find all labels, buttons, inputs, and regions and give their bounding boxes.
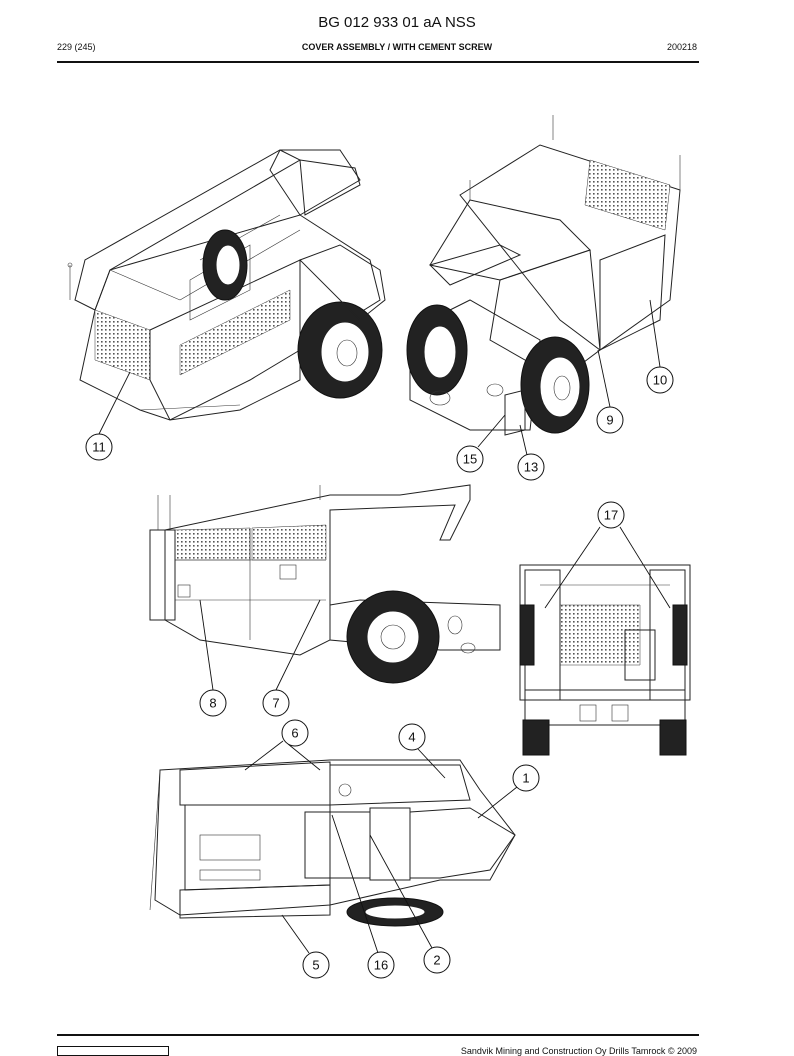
- footer-rule: [57, 1034, 699, 1036]
- callout-7: 7: [262, 689, 290, 717]
- callout-15: 15: [456, 445, 484, 473]
- side-view: [149, 484, 501, 684]
- callout-17: 17: [597, 501, 625, 529]
- svg-text:5: 5: [312, 958, 319, 973]
- header-rule: [57, 61, 699, 63]
- leader-lines: [98, 299, 671, 954]
- top-view: [149, 759, 516, 927]
- rear-view: [519, 564, 691, 756]
- svg-text:17: 17: [604, 508, 618, 523]
- copyright-footer: Sandvik Mining and Construction Oy Drill…: [460, 1046, 697, 1056]
- callout-5: 5: [302, 951, 330, 979]
- callout-9: 9: [596, 406, 624, 434]
- iso-view-rear: [406, 115, 681, 436]
- svg-text:2: 2: [433, 953, 440, 968]
- callout-10: 10: [646, 366, 674, 394]
- svg-text:8: 8: [209, 696, 216, 711]
- section-title: COVER ASSEMBLY / WITH CEMENT SCREW: [301, 42, 493, 52]
- callout-1: 1: [512, 764, 540, 792]
- svg-text:15: 15: [463, 452, 477, 467]
- svg-text:7: 7: [272, 696, 279, 711]
- svg-text:10: 10: [653, 373, 667, 388]
- sandvik-logo: [57, 1046, 169, 1056]
- svg-text:11: 11: [92, 440, 106, 455]
- date-code: 200218: [666, 42, 697, 52]
- svg-text:16: 16: [374, 958, 388, 973]
- callout-13: 13: [517, 453, 545, 481]
- document-title: BG 012 933 01 aA NSS: [318, 14, 476, 31]
- callout-2: 2: [423, 946, 451, 974]
- svg-text:4: 4: [408, 730, 415, 745]
- iso-view-front: [67, 149, 386, 421]
- callout-4: 4: [398, 723, 426, 751]
- svg-text:13: 13: [524, 460, 538, 475]
- svg-text:6: 6: [291, 726, 298, 741]
- page-number: 229 (245): [57, 42, 96, 52]
- callout-8: 8: [199, 689, 227, 717]
- callout-6: 6: [281, 719, 309, 747]
- callout-11: 11: [85, 433, 113, 461]
- svg-text:9: 9: [606, 413, 613, 428]
- svg-text:1: 1: [522, 771, 529, 786]
- callout-16: 16: [367, 951, 395, 979]
